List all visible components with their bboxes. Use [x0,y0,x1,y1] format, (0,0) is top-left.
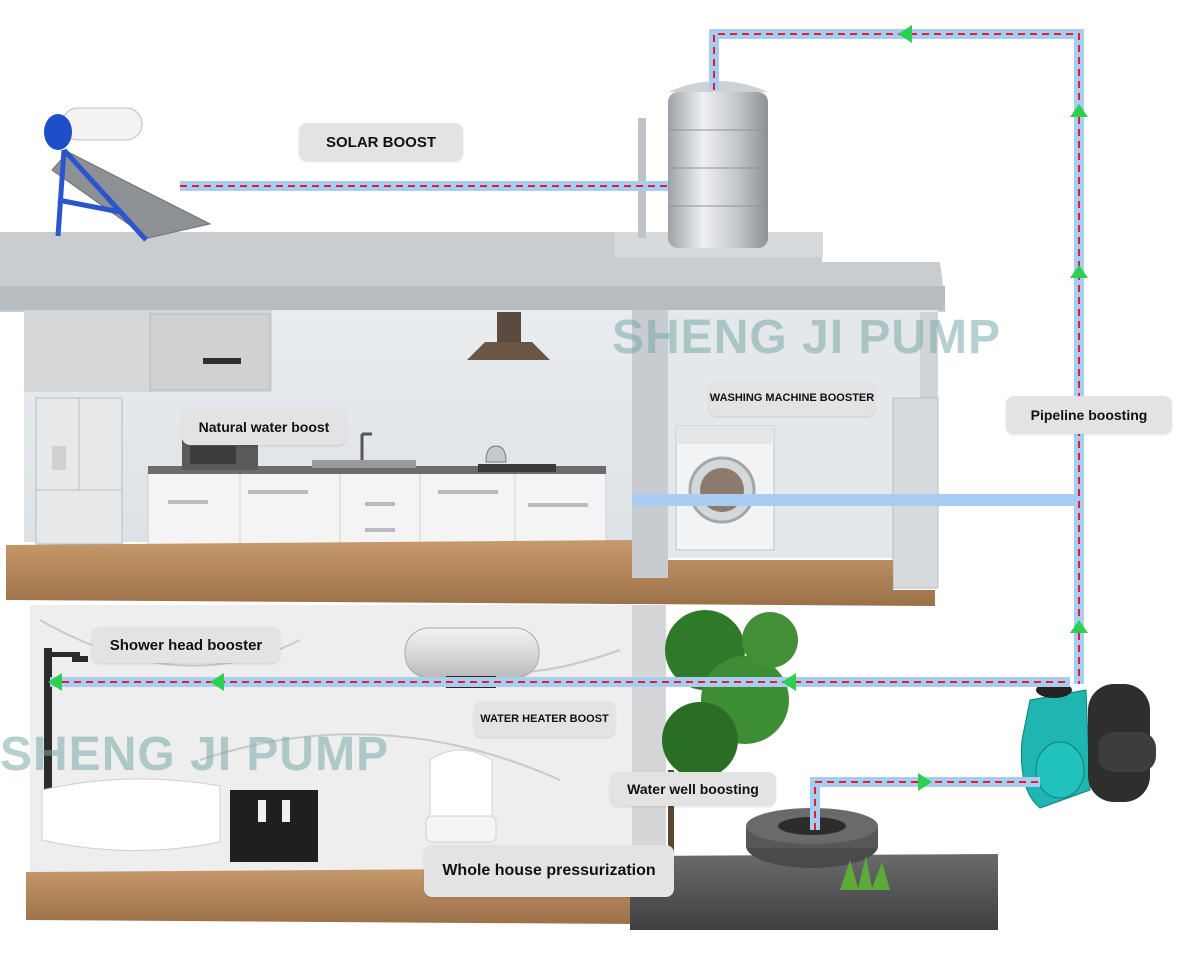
water-storage-tank [638,81,768,248]
arrow-lower-3 [48,673,62,691]
arrow-riser-2 [1070,265,1088,278]
label-water-heater-boost: WATER HEATER BOOST [474,701,615,737]
label-water-well-boosting: Water well boosting [610,772,776,806]
arrow-top-left [898,25,912,43]
label-washing-machine-booster: WASHING MACHINE BOOSTER [709,380,875,416]
upper-floor-kitchen [6,310,939,606]
roof-slab [0,232,945,312]
flow-arrows [48,25,1088,791]
arrow-lower-1 [782,673,796,691]
arrow-lower-2 [210,673,224,691]
label-shower-head-booster: Shower head booster [92,627,280,663]
booster-pump [1020,682,1156,809]
label-natural-water-boost: Natural water boost [182,409,346,445]
arrow-well [918,773,932,791]
arrow-riser-1 [1070,104,1088,117]
label-whole-house-pressurization: Whole house pressurization [424,845,674,897]
flow-well [814,781,1040,830]
flow-riser [713,33,1080,684]
label-solar-boost: SOLAR BOOST [299,123,463,161]
arrow-riser-3 [1070,620,1088,633]
label-pipeline-boosting: Pipeline boosting [1006,396,1172,434]
solar-water-heater [44,107,212,242]
